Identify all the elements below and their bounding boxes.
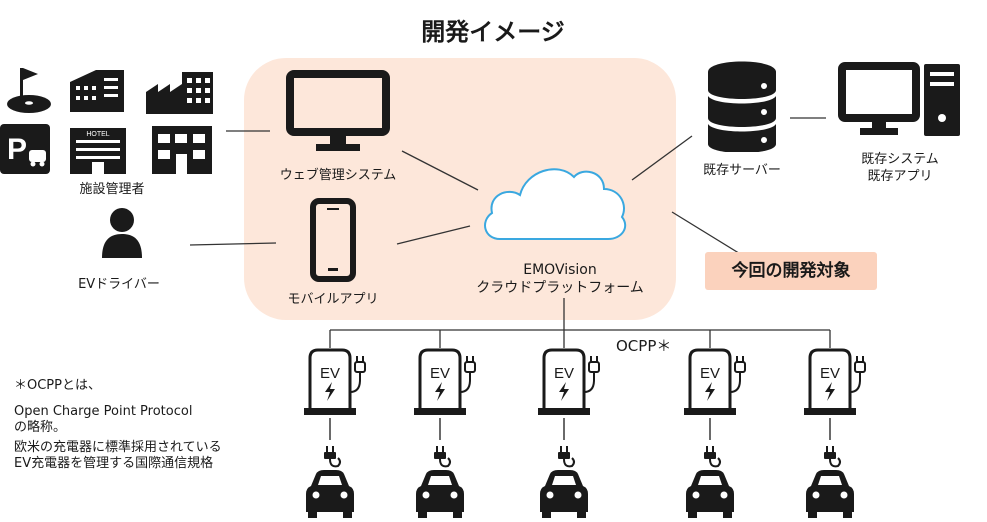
hotel-sign-text: HOTEL — [86, 131, 109, 138]
smartphone-icon — [310, 198, 356, 282]
car-icon — [540, 470, 588, 518]
ev-charger-icon: EV — [414, 348, 476, 415]
charger-label: EV — [320, 365, 340, 382]
line-mobile-to-cloud — [396, 225, 471, 245]
ocpp-footnote: ＊OCPPとは、 Open Charge Point Protocol の略称。… — [14, 378, 222, 472]
shopping-mall-icon — [70, 70, 124, 112]
diagram-title: 開発イメージ — [421, 18, 565, 46]
line-driver-to-mobile — [189, 242, 277, 246]
line-web-to-cloud — [401, 150, 479, 191]
footnote-line: 欧米の充電器に標準採用されている — [14, 440, 222, 455]
development-target-callout: 今回の開発対象 — [705, 252, 877, 290]
existing-server-label: 既存サーバー — [703, 163, 781, 178]
line-callout-pointer — [671, 211, 743, 256]
charger-label: EV — [554, 365, 574, 382]
golf-flag-icon — [7, 68, 51, 113]
plug-icon — [704, 446, 721, 468]
platform-subtitle-label: クラウドプラットフォーム — [476, 280, 644, 296]
desktop-pc-icon — [838, 62, 960, 136]
car-icon — [686, 470, 734, 518]
plug-icon — [824, 446, 841, 468]
apartment-icon — [152, 126, 212, 174]
plug-icon — [434, 446, 451, 468]
person-icon — [102, 208, 142, 258]
web-admin-system-label: ウェブ管理システム — [279, 168, 397, 183]
mobile-app-label: モバイルアプリ — [287, 292, 379, 307]
charger-label: EV — [700, 365, 720, 382]
ev-charger-icon: EV — [304, 348, 366, 415]
car-icon — [306, 470, 354, 518]
cloud-icon — [484, 168, 627, 240]
footnote-line: EV充電器を管理する国際通信規格 — [14, 456, 214, 471]
facility-manager-label: 施設管理者 — [79, 182, 145, 197]
car-icon — [416, 470, 464, 518]
facility-icons: P HOTEL — [0, 68, 213, 174]
footnote-line: ＊OCPPとは、 — [14, 378, 101, 393]
ev-driver-label: EVドライバー — [78, 277, 160, 292]
server-database-icon — [708, 61, 776, 152]
parking-icon: P — [0, 124, 50, 174]
footnote-line: の略称。 — [14, 420, 67, 435]
ev-charger-icon: EV — [684, 348, 746, 415]
plug-icon — [324, 446, 341, 468]
factory-icon — [146, 72, 213, 114]
monitor-icon — [286, 70, 390, 151]
ev-charger-icon: EV — [804, 348, 866, 415]
footnote-line: Open Charge Point Protocol — [14, 404, 193, 419]
platform-name-label: EMOVision — [523, 262, 597, 278]
charger-label: EV — [820, 365, 840, 382]
hotel-icon: HOTEL — [70, 128, 126, 174]
existing-system-label: 既存システム — [861, 152, 939, 167]
car-icon — [806, 470, 854, 518]
plug-icon — [558, 446, 575, 468]
charger-label: EV — [430, 365, 450, 382]
ev-charger-icon: EV — [538, 348, 600, 415]
existing-app-label: 既存アプリ — [867, 169, 933, 184]
line-cloud-to-server — [631, 135, 693, 181]
svg-text:P: P — [7, 133, 27, 166]
ocpp-protocol-label: OCPP＊ — [616, 337, 672, 355]
